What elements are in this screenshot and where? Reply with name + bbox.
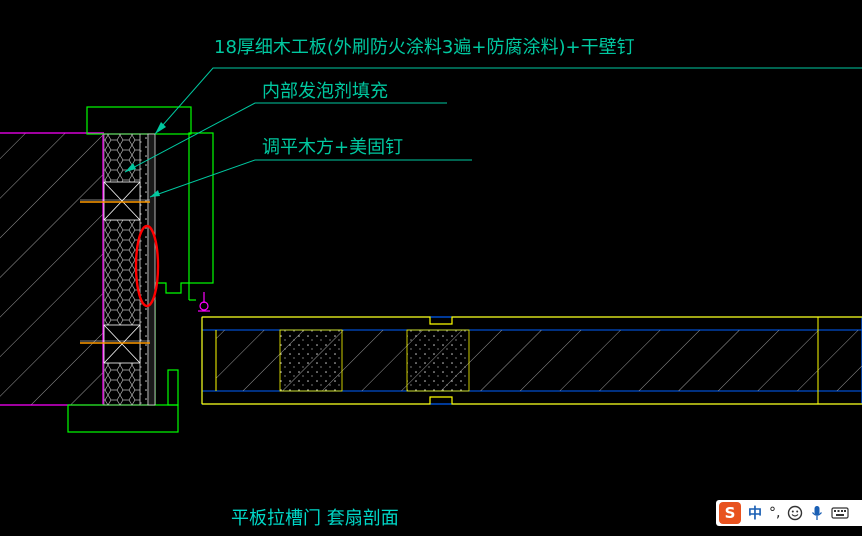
leader-lines xyxy=(124,67,862,198)
annotation-foam: 内部发泡剂填充 xyxy=(262,81,388,102)
sogou-logo-icon[interactable]: S xyxy=(719,502,741,524)
ime-mode-toggle[interactable]: 中 xyxy=(748,506,762,522)
leveling-wood xyxy=(103,181,141,364)
leader-arrows xyxy=(125,122,166,197)
smiley-icon[interactable] xyxy=(787,505,803,521)
door-leaf xyxy=(201,316,862,405)
keyboard-icon[interactable] xyxy=(831,506,850,520)
highlight-ellipse xyxy=(134,224,160,308)
annotation-wood: 调平木方+美固钉 xyxy=(262,137,403,158)
wall-section xyxy=(0,132,104,406)
microphone-icon[interactable] xyxy=(810,505,824,521)
foam-fill xyxy=(103,133,156,406)
punctuation-toggle[interactable]: °, xyxy=(769,505,781,521)
annotation-board: 18厚细木工板(外刷防火涂料3遍+防腐涂料)+干壁钉 xyxy=(214,37,635,58)
hinge-mark xyxy=(198,292,210,312)
drawing-caption: 平板拉槽门 套扇剖面 xyxy=(231,508,399,529)
ime-toolbar[interactable]: S 中 °, xyxy=(716,500,862,526)
nails xyxy=(80,201,150,344)
